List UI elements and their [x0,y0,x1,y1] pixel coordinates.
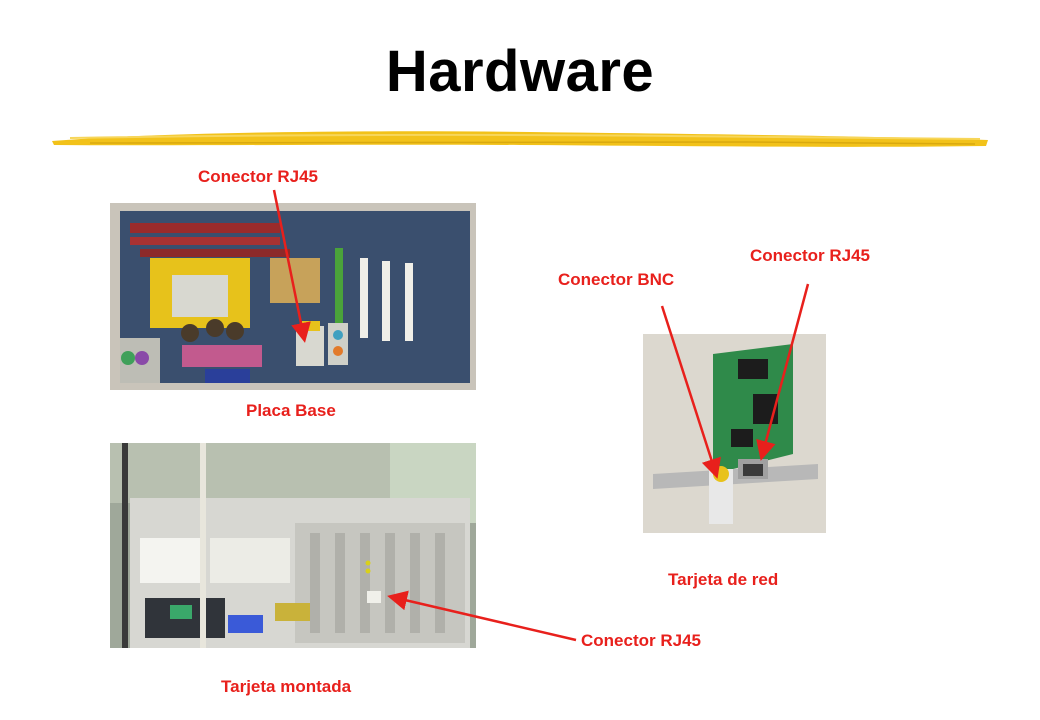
mounted-rj45-label: Conector RJ45 [581,631,701,650]
motherboard-rj45-label: Conector RJ45 [198,167,318,186]
motherboard-caption: Placa Base [246,401,336,420]
nic-bnc-label: Conector BNC [558,270,675,289]
slide-title: Hardware [385,39,655,104]
network-card-photo [643,334,826,533]
nic-caption: Tarjeta de red [668,570,779,589]
title-underline [52,131,988,147]
motherboard-photo [110,203,476,390]
mounted-caption: Tarjeta montada [221,677,352,696]
nic-rj45-label: Conector RJ45 [750,246,870,265]
mounted-card-photo [110,443,476,648]
